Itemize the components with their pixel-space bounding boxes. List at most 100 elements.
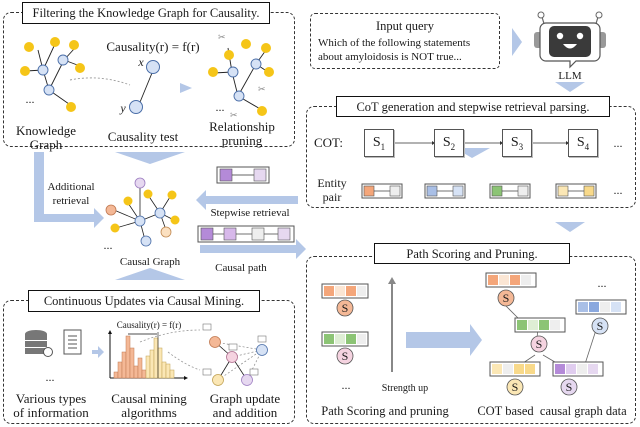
cot-ellipsis: ... [613,136,623,150]
cot-step-3: S3 [502,129,532,157]
node-s-pink: S [535,337,543,351]
update-graph [202,323,268,386]
graph-node-peach [160,226,172,238]
node-s-purple: S [565,380,573,394]
entity-pair-label: Entity pair [314,176,350,204]
node-s-orange: S [502,291,510,305]
arrow-filter-mid [180,83,192,93]
cot-label: COT: [314,135,343,150]
additional-line1: Additional [47,181,95,193]
pruned-blue-nodes [227,58,262,102]
scissors-icon: ✂ [258,84,266,94]
entity-ellipsis: ... [613,183,623,197]
entity-pair-3 [489,183,531,199]
cot-step-4: S4 [568,129,598,157]
kg-ellipsis: ... [25,92,35,106]
additional-retrieval-label: Additional retrieval [44,180,98,208]
var-y: y [120,101,126,115]
mining-label: Causal mining algorithms [104,392,194,420]
causality-edge [137,72,153,108]
path-scoring-label: Path Scoring and pruning [321,404,449,418]
panel-updates-title: Continuous Updates via Causal Mining. [28,290,260,312]
scoring-right-ellipsis: ... [597,276,607,290]
graph-path-blue [575,299,627,315]
graph-update-line2: and addition [212,405,278,420]
arrow-filter-to-graph [115,152,185,164]
graph-node-orange [105,204,117,216]
kg-gold-nodes [20,37,85,112]
document-icon [63,329,82,355]
graph-ellipsis: ... [103,238,113,252]
graph-path-orange [485,272,537,288]
panel-filtering-title: Filtering the Knowledge Graph for Causal… [22,2,270,24]
arrow-updates-to-graph [115,268,185,280]
var-x: x [138,55,144,69]
mining-line2: algorithms [121,405,177,420]
additional-line2: retrieval [52,195,90,207]
arrow-input-to-llm [512,28,522,56]
causality-test-label: Causality test [107,129,179,144]
arrow-stepwise-retrieval [196,190,298,210]
graph-path-purple [552,361,604,377]
graph-update-line1: Graph update [209,391,281,406]
arrow-additional-retrieval [34,152,104,228]
arrow-llm-to-cot [555,82,585,92]
info-types-label: Various types of information [6,392,96,420]
refresh-icon [43,347,53,357]
arrow-cot-to-scoring [555,222,585,232]
pruning-label: Relationship pruning [200,120,284,148]
causal-path-label: Causal path [215,262,267,274]
input-query-line1: Which of the following statements [318,37,471,49]
info-line1: Various types [15,391,87,406]
node-y [129,100,143,114]
node-s-yellow: S [511,380,519,394]
causal-graph-label: Causal Graph [119,256,181,268]
kg-label: Knowledge Graph [12,124,80,152]
entity-pair-2 [424,183,466,199]
pruning-label-line1: Relationship [209,119,275,134]
arrow-scoring-mid [406,324,482,356]
arrow-updates-left [92,346,104,358]
pruned-gold-nodes [208,39,274,116]
node-s-left-1: S [341,301,349,315]
mining-formula: Causality(r) = f(r) [116,320,182,330]
score-path-1 [321,283,369,299]
node-s-blue: S [596,319,604,333]
formula-causality: Causality(r) = f(r) [106,39,200,54]
graph-update-label: Graph update and addition [200,392,290,420]
scissors-icon: ✂ [218,32,226,42]
panel-scoring-title: Path Scoring and Pruning. [374,243,570,264]
cot-causal-graph-label: COT based causal graph data [477,404,627,418]
mining-line1: Causal mining [111,391,187,406]
node-x [146,60,160,74]
causality-dashed-arrow [69,77,131,86]
histogram-chart [108,329,201,380]
graph-path-yellow [489,361,541,377]
stepwise-retrieval-label: Stepwise retrieval [210,207,290,219]
kg-label-line1: Knowledge [16,123,76,138]
updates-ellipsis: ... [45,370,55,384]
graph-node-purple [134,177,146,189]
database-icon [25,330,47,354]
pruned-ellipsis: ... [215,100,225,114]
entity-label-line1: Entity [317,176,347,190]
input-query-title: Input query [376,19,434,33]
panel-cot-title: CoT generation and stepwise retrieval pa… [336,96,610,117]
scissors-icons: ✂ ✂ ✂ [218,32,266,120]
input-query-line2: about amyloidosis is NOT true... [318,51,462,63]
score-path-2 [321,331,369,347]
entity-pair-1 [361,183,403,199]
scoring-left-ellipsis: ... [341,378,351,392]
cot-step-2: S2 [434,129,464,157]
panel-input-query [310,13,500,69]
entity-pair-4 [555,183,597,199]
node-s-left-2: S [341,349,349,363]
kg-blue-nodes [37,54,69,96]
